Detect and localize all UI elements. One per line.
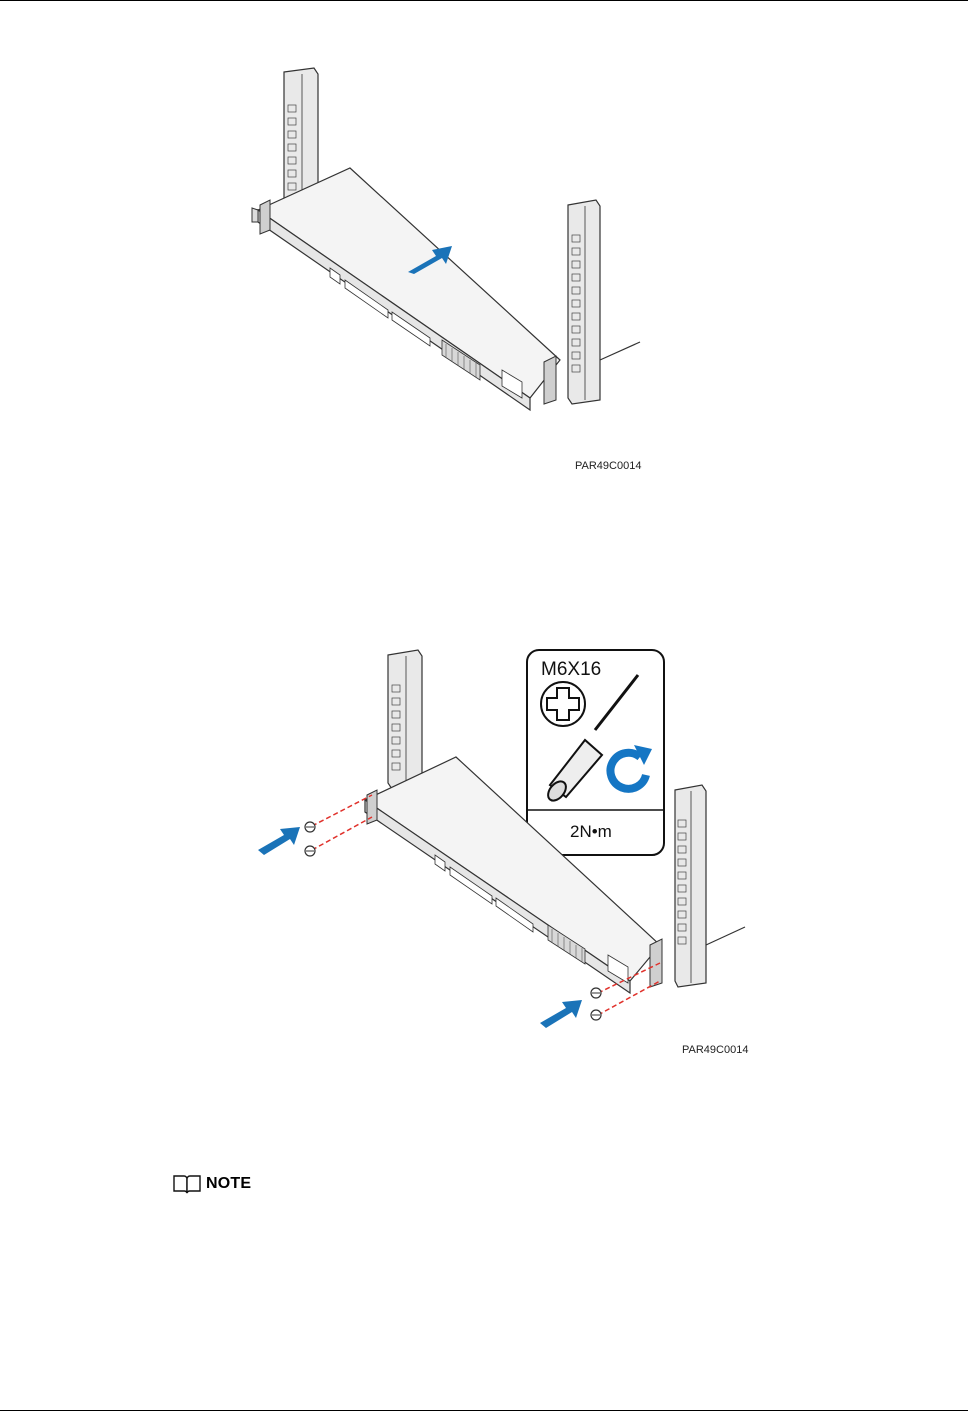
left-mounting-ear	[260, 200, 270, 234]
right-mounting-ear	[544, 356, 556, 404]
phillips-head-icon	[541, 682, 585, 726]
figure-slide-device-into-rack: PAR49C0014	[240, 60, 670, 480]
figure-1-code: PAR49C0014	[575, 460, 641, 472]
push-direction-arrow-left	[258, 827, 300, 855]
figure-1-illustration: PAR49C0014	[240, 60, 670, 480]
right-rack-post	[568, 200, 600, 404]
right-rack-post	[675, 785, 706, 987]
note-label: NOTE	[206, 1175, 251, 1193]
screw-icon	[591, 1010, 601, 1020]
page-top-rule	[0, 0, 968, 1]
figure-2-code: PAR49C0014	[682, 1044, 748, 1056]
right-rail-line	[600, 342, 640, 360]
figure-fasten-mounting-screws: M6X16 2N•m	[250, 645, 765, 1065]
screw-icon	[305, 822, 315, 832]
left-screw-group	[305, 795, 372, 856]
note-heading: NOTE	[172, 1172, 251, 1196]
left-rack-post	[388, 650, 422, 789]
torque-label: 2N•m	[570, 822, 612, 841]
book-icon	[172, 1173, 202, 1195]
right-mounting-ear	[650, 939, 662, 987]
screw-spec-label: M6X16	[541, 659, 601, 680]
screw-spec-callout: M6X16 2N•m	[527, 650, 664, 855]
router-chassis	[252, 168, 560, 410]
screw-icon	[591, 988, 601, 998]
screw-icon	[305, 846, 315, 856]
figure-2-illustration: M6X16 2N•m	[250, 645, 765, 1065]
right-rail-line	[706, 927, 745, 945]
page-bottom-rule	[0, 1410, 968, 1411]
push-direction-arrow-right	[540, 1000, 582, 1028]
